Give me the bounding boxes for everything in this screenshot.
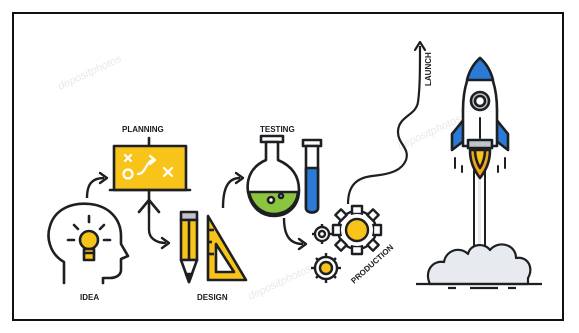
arrow-testing-to-production (282, 217, 304, 246)
label-planning: PLANNING (122, 125, 164, 134)
head-with-bulb-icon (47, 202, 130, 285)
rocket-icon (450, 56, 510, 265)
label-launch: LAUNCH (424, 52, 433, 86)
arrowhead-3 (234, 171, 245, 185)
label-idea: IDEA (80, 293, 99, 302)
presentation-board-icon (108, 136, 192, 214)
label-testing: TESTING (260, 125, 295, 134)
watermark-1: depositphotos (56, 53, 124, 93)
label-design: DESIGN (197, 293, 228, 302)
flask-icon (246, 134, 301, 218)
test-tube-icon (301, 138, 323, 214)
triangle-ruler-icon (206, 214, 248, 282)
pencil-icon (179, 210, 199, 284)
smoke-cloud-icon (416, 243, 542, 290)
arrow-production-to-launch (346, 45, 422, 205)
arrowhead-4 (297, 237, 308, 251)
arrowhead-1 (98, 171, 109, 185)
watermark-2: depositphotos (246, 263, 314, 303)
arrowhead-5 (413, 40, 427, 52)
arrowhead-2 (160, 236, 171, 250)
arrow-idea-to-planning (85, 176, 105, 199)
gears-icon (311, 204, 383, 283)
arrow-planning-to-design (147, 212, 167, 245)
arrow-design-to-testing (221, 176, 241, 209)
